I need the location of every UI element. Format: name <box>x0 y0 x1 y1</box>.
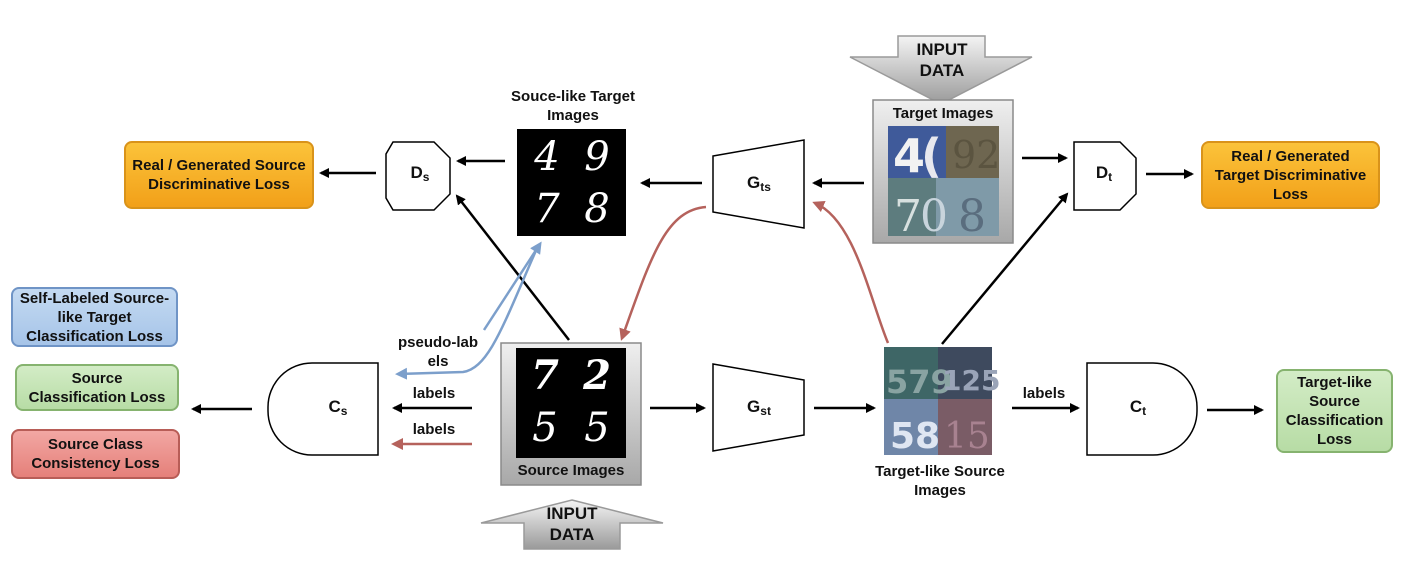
svg-text:7: 7 <box>894 191 922 242</box>
svg-text:15: 15 <box>944 416 990 457</box>
blue-arrow-start <box>482 241 542 331</box>
labels-red-label: labels <box>412 421 456 438</box>
svg-text:579: 579 <box>886 363 953 401</box>
labels-black-label: labels <box>412 385 456 402</box>
source-digit-2: 2 <box>583 352 611 399</box>
slt-digit-2: 9 <box>584 134 610 180</box>
target-images-tile: 4 ( 92 7 0 8 <box>888 126 1000 242</box>
arrow-source-to-ds <box>455 194 570 341</box>
classifier-ct-shape <box>1086 362 1198 456</box>
svg-text:0: 0 <box>920 191 948 242</box>
cs-label: Cs <box>328 397 348 418</box>
generator-gst-shape <box>712 363 805 452</box>
slt-digit-3: 7 <box>534 186 560 232</box>
target-images-caption: Target Images <box>892 105 994 122</box>
source-like-target-image <box>517 129 626 236</box>
svg-text:58: 58 <box>890 416 940 457</box>
gts-label: Gts <box>747 173 771 194</box>
discriminator-dt-shape <box>1073 141 1137 211</box>
arrow-tls-to-dt <box>941 192 1069 345</box>
source-digit-4: 5 <box>584 405 610 451</box>
red-arrow-gts-to-source <box>619 205 707 341</box>
red-arrow-tls-to-gts <box>812 201 890 344</box>
pseudo-labels-label: pseudo-labels <box>398 334 479 370</box>
target-like-source-image: 579 125 58 15 <box>884 347 1000 457</box>
input-data-top-label: INPUT DATA <box>916 40 968 80</box>
input-data-bottom-label: INPUT DATA <box>546 504 598 544</box>
svg-text:8: 8 <box>958 191 986 242</box>
source-like-target-caption: Souce-like Target Images <box>511 88 635 124</box>
source-images-tile <box>516 348 626 458</box>
gst-label: Gst <box>747 397 771 418</box>
ct-label: Ct <box>1129 397 1147 418</box>
source-images-caption: Source Images <box>517 462 625 479</box>
slt-digit-4: 8 <box>584 186 610 232</box>
target-like-source-loss-box: Target-like Source Classification Loss <box>1276 369 1393 453</box>
self-labeled-loss-box: Self-Labeled Source-like Target Classifi… <box>11 287 178 347</box>
target-discriminative-loss-box: Real / Generated Target Discriminative L… <box>1201 141 1380 209</box>
dt-label: Dt <box>1095 163 1113 184</box>
labels-ct-label: labels <box>1022 385 1066 402</box>
svg-text:(: ( <box>921 129 942 183</box>
generator-gts-shape <box>712 139 805 229</box>
input-arrow-top <box>849 35 1033 105</box>
source-discriminative-loss-box: Real / Generated Source Discriminative L… <box>124 141 314 209</box>
target-like-source-caption: Target-like Source Images <box>875 463 1005 499</box>
blue-arrow-pseudo-labels <box>395 245 540 380</box>
source-consistency-loss-box: Source Class Consistency Loss <box>11 429 180 479</box>
source-classification-loss-box: Source Classification Loss <box>15 364 179 411</box>
discriminator-ds-shape <box>385 141 451 211</box>
svg-text:4: 4 <box>893 129 925 183</box>
svg-text:125: 125 <box>942 364 1000 397</box>
svg-text:92: 92 <box>952 133 1000 177</box>
classifier-cs-shape <box>267 362 379 456</box>
source-digit-1: 7 <box>531 352 559 399</box>
slt-digit-1: 4 <box>534 134 560 180</box>
input-arrow-bottom <box>480 499 664 550</box>
ds-label: Ds <box>410 163 430 184</box>
source-digit-3: 5 <box>532 405 558 451</box>
